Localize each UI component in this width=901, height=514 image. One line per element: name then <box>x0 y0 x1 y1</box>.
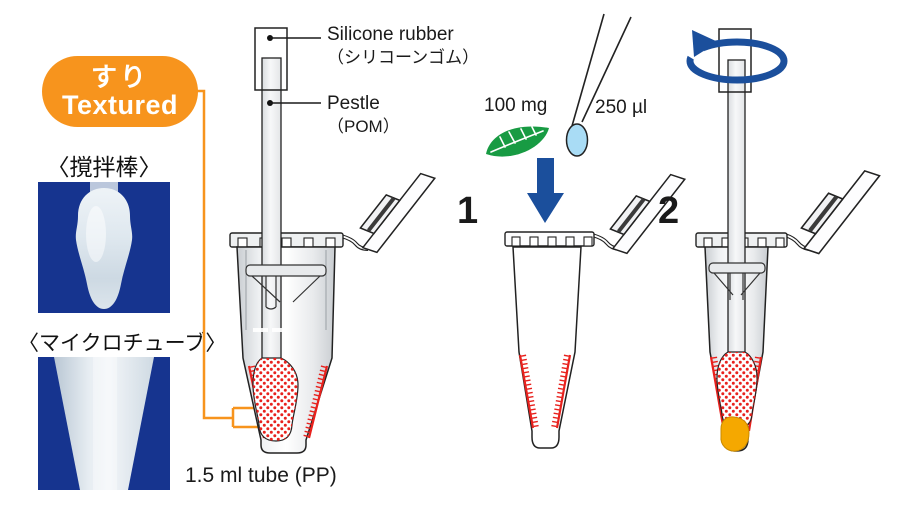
ground-sample <box>720 416 750 452</box>
microtube-photo-label: 〈マイクロチューブ〉 <box>18 332 227 355</box>
tube-cap <box>792 158 879 258</box>
photo-highlight <box>93 357 117 490</box>
step-1-number: 1 <box>457 190 479 232</box>
microtube-cone-photo-shape <box>54 357 154 490</box>
stir-rod-photo-label: 〈撹拌棒〉 <box>46 154 162 180</box>
stir-rod-photo <box>38 182 170 313</box>
tube-cap <box>349 159 437 259</box>
textured-wall-right <box>551 354 572 429</box>
silicone-rubber-label: Silicone rubber （シリコーンゴム） <box>327 23 479 69</box>
rotation-arrow-icon <box>678 26 788 84</box>
textured-wall-left <box>518 354 539 429</box>
textured-pestle-tip <box>716 351 758 429</box>
leader-pestle <box>267 100 321 106</box>
textured-wall-left <box>709 356 730 432</box>
pestle-label: Pestle （POM） <box>327 92 400 138</box>
sample-amount-label: 100 mg <box>484 95 548 116</box>
textured-pestle-tip <box>252 357 299 442</box>
droplet-icon <box>565 123 589 157</box>
silicone-rubber-label-jp: （シリコーンゴム） <box>327 48 480 67</box>
liquid-volume-label: 250 µl <box>595 97 648 118</box>
pipette-icon <box>571 13 632 127</box>
leaf-icon <box>486 126 549 157</box>
pestle-label-en: Pestle <box>327 93 380 114</box>
step-2-graphics <box>678 26 880 452</box>
badge-label-jp: すり <box>90 61 149 92</box>
rim-teeth <box>511 236 593 247</box>
step-1-graphics <box>486 13 687 449</box>
textured-wall-right <box>303 365 329 439</box>
textured-badge: すり Textured <box>42 56 198 127</box>
tube-funnel <box>708 262 766 300</box>
photo-highlight <box>86 206 106 262</box>
down-arrow-icon <box>527 158 564 223</box>
pestle-label-jp: （POM） <box>327 117 400 136</box>
badge-label-en: Textured <box>61 89 179 120</box>
leader-silicone <box>267 35 321 41</box>
tube-body <box>512 246 582 449</box>
microtube-photo <box>38 357 170 490</box>
silicone-rubber-label-en: Silicone rubber <box>327 24 454 45</box>
silicone-rubber-sleeve <box>718 28 752 93</box>
assembly-diagram <box>229 27 437 454</box>
pestle-rod <box>727 59 746 354</box>
silicone-rubber-sleeve <box>254 27 288 91</box>
tube-size-label: 1.5 ml tube (PP) <box>185 464 337 487</box>
tube-funnel <box>245 264 327 310</box>
step-2-number: 2 <box>658 190 680 232</box>
